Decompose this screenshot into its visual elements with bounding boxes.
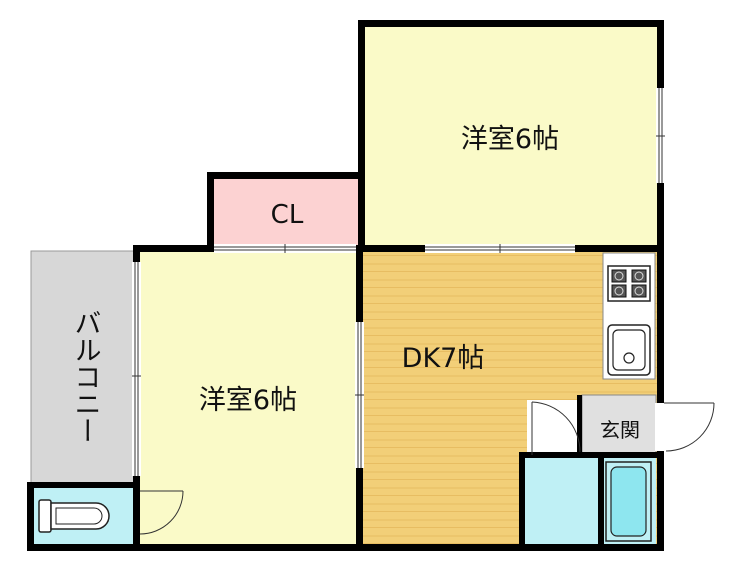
room-western-left-fill — [138, 252, 360, 545]
openings — [132, 88, 666, 476]
entrance-floor — [581, 394, 657, 456]
toilet-icon — [38, 499, 110, 533]
western-room-top-label: 洋室6帖 — [461, 124, 559, 155]
door-swings — [139, 401, 715, 535]
balcony-fill — [30, 250, 136, 484]
room-western-top-fill — [363, 25, 659, 247]
closet-fill — [213, 177, 358, 247]
stove-icon — [607, 265, 651, 302]
balcony-label: バルコニー — [70, 309, 101, 444]
kitchen-sink-icon — [607, 324, 651, 376]
door-swing-area — [527, 400, 581, 455]
closet-label: CL — [271, 200, 304, 230]
bathtub-icon — [605, 461, 652, 542]
entrance-label: 玄関 — [600, 418, 640, 442]
western-room-left-label: 洋室6帖 — [199, 385, 297, 416]
dk-label: DK7帖 — [402, 343, 485, 374]
